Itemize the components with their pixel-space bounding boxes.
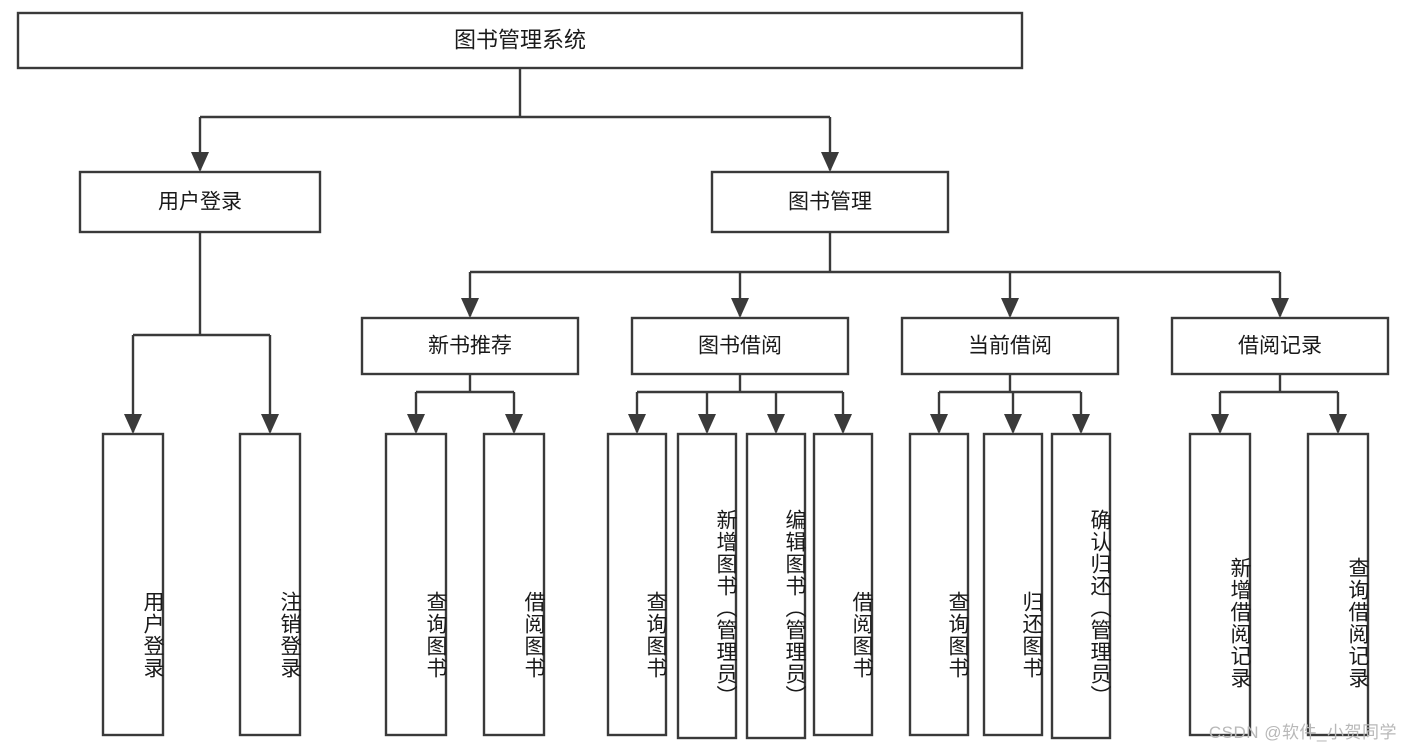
arrow-down-icon-leaf-query-record <box>1329 414 1347 434</box>
node-leaf-user-login-box[interactable] <box>101 432 165 737</box>
node-book_borrow-box[interactable] <box>630 316 850 376</box>
arrow-down-icon-level3-0 <box>461 298 479 318</box>
node-root-label: 图书管理系统 <box>454 27 586 52</box>
node-leaf-edit-book-box[interactable] <box>745 432 807 740</box>
node-borrow_record-label: 借阅记录 <box>1238 335 1322 358</box>
arrow-down-icon-leaf-query-book-1 <box>407 414 425 434</box>
arrow-down-icon-leaf-return-book <box>1004 414 1022 434</box>
arrow-down-icon-leaf-add-record <box>1211 414 1229 434</box>
node-current_borrow-label: 当前借阅 <box>968 335 1052 358</box>
node-leaf-query-book-2-box[interactable] <box>606 432 668 737</box>
arrow-down-icon-leaf-add-book <box>698 414 716 434</box>
node-new_book_rec-box[interactable] <box>360 316 580 376</box>
arrow-down-icon-leaf-borrow-book-2 <box>834 414 852 434</box>
node-leaf-return-book-box[interactable] <box>982 432 1044 737</box>
arrow-down-icon-leaf-logout <box>261 414 279 434</box>
node-leaf-borrow-book-2-box[interactable] <box>812 432 874 737</box>
arrow-down-icon-level3-3 <box>1271 298 1289 318</box>
node-book_manage-box[interactable] <box>710 170 950 234</box>
node-book_manage-label: 图书管理 <box>788 191 872 214</box>
arrow-down-icon-level3-2 <box>1001 298 1019 318</box>
node-borrow_record-box[interactable] <box>1170 316 1390 376</box>
arrow-down-icon-leaf-query-book-2 <box>628 414 646 434</box>
arrow-down-icon-leaf-edit-book <box>767 414 785 434</box>
node-leaf-borrow-book-1-box[interactable] <box>482 432 546 737</box>
arrow-down-icon-level2-0 <box>191 152 209 172</box>
arrow-down-icon-leaf-query-book-3 <box>930 414 948 434</box>
node-leaf-add-book-box[interactable] <box>676 432 738 740</box>
node-leaf-confirm-return-box[interactable] <box>1050 432 1112 740</box>
node-current_borrow-box[interactable] <box>900 316 1120 376</box>
node-leaf-logout-box[interactable] <box>238 432 302 737</box>
arrow-down-icon-leaf-user-login <box>124 414 142 434</box>
node-leaf-add-record-box[interactable] <box>1188 432 1252 737</box>
arrow-down-icon-level3-1 <box>731 298 749 318</box>
arrow-down-icon-leaf-confirm-return <box>1072 414 1090 434</box>
node-new_book_rec-label: 新书推荐 <box>428 335 512 358</box>
arrow-down-icon-level2-1 <box>821 152 839 172</box>
node-user_login-box[interactable] <box>78 170 322 234</box>
node-user_login-label: 用户登录 <box>158 191 242 214</box>
node-leaf-query-record-box[interactable] <box>1306 432 1370 737</box>
watermark-text: CSDN @软件_小贺同学 <box>1208 723 1397 742</box>
node-book_borrow-label: 图书借阅 <box>698 335 782 358</box>
node-root-box[interactable] <box>16 11 1024 70</box>
node-leaf-query-book-1-box[interactable] <box>384 432 448 737</box>
connectors-layer <box>124 68 1347 434</box>
arrow-down-icon-leaf-borrow-book-1 <box>505 414 523 434</box>
node-leaf-query-book-3-box[interactable] <box>908 432 970 737</box>
